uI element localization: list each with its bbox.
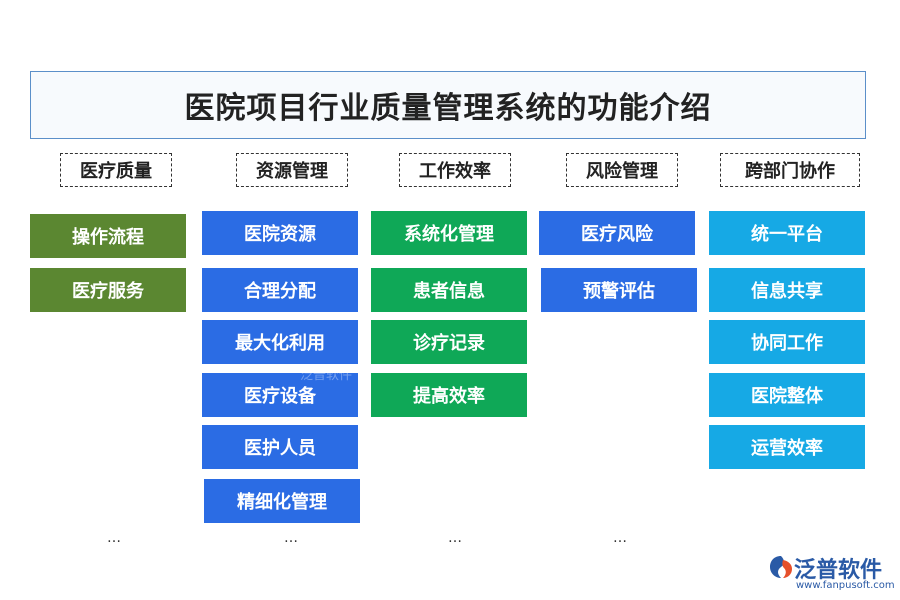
item-maximize-usage: 最大化利用 bbox=[202, 320, 358, 364]
column-header-efficiency: 工作效率 bbox=[399, 153, 511, 187]
brand-logo: 泛普软件 www.fanpusoft.com bbox=[768, 552, 895, 594]
item-unified-platform: 统一平台 bbox=[709, 211, 865, 255]
item-operation-process: 操作流程 bbox=[30, 214, 186, 258]
fanpu-logo-icon bbox=[770, 556, 792, 578]
column-header-resources: 资源管理 bbox=[236, 153, 348, 187]
item-medical-equipment: 医疗设备 bbox=[202, 373, 358, 417]
watermark: 泛普软件 bbox=[300, 368, 353, 383]
item-reasonable-allocation: 合理分配 bbox=[202, 268, 358, 312]
ellipsis-col3: … bbox=[448, 530, 462, 546]
ellipsis-col1: … bbox=[107, 530, 121, 546]
ellipsis-col2: … bbox=[284, 530, 298, 546]
item-hospital-overall: 医院整体 bbox=[709, 373, 865, 417]
page-title: 医院项目行业质量管理系统的功能介绍 bbox=[30, 71, 866, 139]
ellipsis-col4: … bbox=[613, 530, 627, 546]
logo-name: 泛普软件 bbox=[794, 558, 883, 583]
item-patient-info: 患者信息 bbox=[371, 268, 527, 312]
item-improve-efficiency: 提高效率 bbox=[371, 373, 527, 417]
item-warning-assessment: 预警评估 bbox=[541, 268, 697, 312]
logo-url: www.fanpusoft.com bbox=[796, 580, 895, 591]
item-medical-service: 医疗服务 bbox=[30, 268, 186, 312]
column-header-quality: 医疗质量 bbox=[60, 153, 172, 187]
item-medical-risk: 医疗风险 bbox=[539, 211, 695, 255]
item-info-sharing: 信息共享 bbox=[709, 268, 865, 312]
item-collaborative-work: 协同工作 bbox=[709, 320, 865, 364]
item-systematic-management: 系统化管理 bbox=[371, 211, 527, 255]
item-treatment-records: 诊疗记录 bbox=[371, 320, 527, 364]
column-header-risk: 风险管理 bbox=[566, 153, 678, 187]
item-medical-staff: 医护人员 bbox=[202, 425, 358, 469]
item-hospital-resources: 医院资源 bbox=[202, 211, 358, 255]
column-header-collaboration: 跨部门协作 bbox=[720, 153, 860, 187]
item-fine-management: 精细化管理 bbox=[204, 479, 360, 523]
item-operational-efficiency: 运营效率 bbox=[709, 425, 865, 469]
